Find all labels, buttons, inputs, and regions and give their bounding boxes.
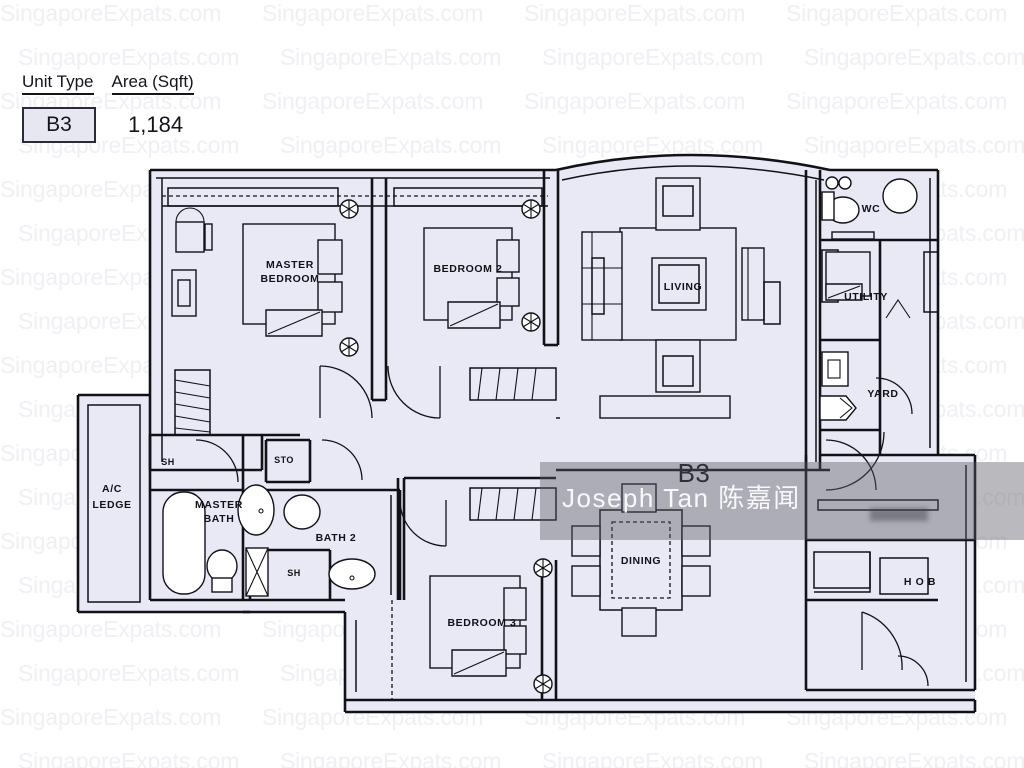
room-label-store: STO [274,455,294,465]
furniture-yard [819,351,857,421]
furniture-wc [821,176,918,240]
wardrobe-group [469,367,557,521]
detail-line-group [391,257,838,700]
room-label-shower-1: SH [161,457,175,467]
door-swing-group [195,365,929,687]
unit-info-value-row: B3 1,184 [22,107,194,143]
room-label-bath-2: BATH 2 [316,532,357,544]
furniture-utility [825,251,911,319]
room-label-dining: DINING [621,555,661,567]
furniture-master-bedroom [171,207,343,337]
plan-type-label: B3 [678,458,711,488]
redacted-contact-block [870,508,928,521]
vent-marker-group [339,199,553,694]
agent-name-text: Joseph Tan 陈嘉闻 [562,483,801,513]
room-label-wc: WC [862,203,881,215]
column-header-unit-type: Unit Type [22,72,94,95]
furniture-master-bath [162,484,275,597]
room-label-living: LIVING [664,281,703,293]
window-group [167,187,939,313]
room-label-bedroom-3: BEDROOM 3 [448,617,517,629]
column-header-area: Area (Sqft) [111,72,194,95]
room-label-utility: UTILITY [844,291,888,303]
agent-watermark-bar: Joseph Tan 陈嘉闻 [540,462,1024,540]
room-label-hob: H O B [904,576,936,588]
furniture-kitchen [813,499,939,595]
unit-info-header-row: Unit Type Area (Sqft) [22,72,194,95]
unit-type-badge: B3 [22,107,96,143]
furniture-living [581,177,765,419]
room-label-yard: YARD [867,388,898,400]
room-label-shower-2: SH [287,568,301,578]
furniture-bath-2 [283,494,376,590]
furniture-bedroom-2 [423,227,520,329]
area-value: 1,184 [128,112,184,137]
room-label-bedroom-2: BEDROOM 2 [434,263,503,275]
furniture-bedroom-3 [429,575,527,677]
furniture-dining [571,483,711,637]
unit-info-table: Unit Type Area (Sqft) B3 1,184 [22,72,194,143]
